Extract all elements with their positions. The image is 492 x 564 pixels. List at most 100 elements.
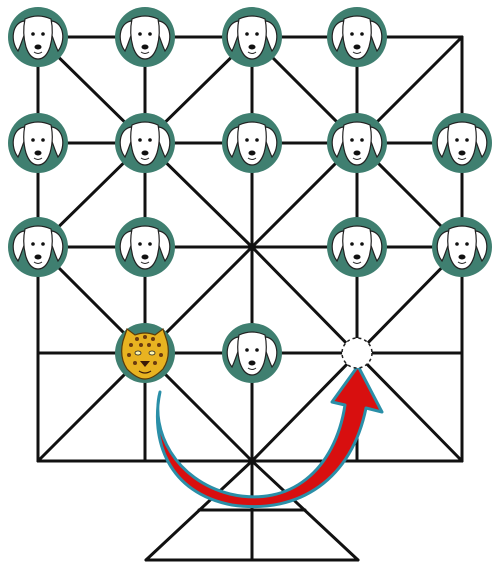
jaguar-spot — [127, 353, 131, 357]
dog-nose — [141, 44, 149, 50]
dog-eye-right — [360, 242, 364, 246]
dog-eye-right — [41, 32, 45, 36]
dog-head — [237, 121, 267, 166]
jaguar-mouth — [138, 370, 152, 374]
dog-piece[interactable] — [8, 113, 68, 173]
dog-icon — [436, 225, 488, 270]
dog-head — [130, 121, 160, 166]
dog-icon — [226, 121, 278, 166]
dog-eye-right — [465, 242, 469, 246]
dog-piece[interactable] — [327, 217, 387, 277]
pieces-layer — [8, 7, 492, 383]
dog-mouth — [140, 51, 150, 54]
dog-piece[interactable] — [327, 113, 387, 173]
dog-icon — [331, 121, 383, 166]
dog-piece[interactable] — [115, 7, 175, 67]
dog-mouth — [247, 51, 257, 54]
dog-piece[interactable] — [327, 7, 387, 67]
jaguar-spot — [143, 335, 147, 339]
target-empty-circle[interactable] — [341, 337, 373, 369]
dog-eye-left — [455, 242, 459, 246]
dog-mouth — [140, 157, 150, 160]
dog-piece[interactable] — [222, 113, 282, 173]
dog-eye-right — [255, 348, 259, 352]
move-arrow — [155, 364, 384, 509]
dog-nose — [353, 44, 361, 50]
dog-nose — [34, 254, 42, 260]
dog-head — [447, 121, 477, 166]
dog-head — [23, 225, 53, 270]
dog-piece[interactable] — [222, 323, 282, 383]
dog-mouth — [352, 157, 362, 160]
dog-nose — [458, 254, 466, 260]
dog-mouth — [352, 261, 362, 264]
dog-mouth — [457, 157, 467, 160]
dog-icon — [436, 121, 488, 166]
dog-eye-left — [31, 32, 35, 36]
dog-nose — [458, 150, 466, 156]
jaguar-head — [121, 328, 169, 380]
dog-eye-left — [245, 138, 249, 142]
dog-piece[interactable] — [115, 113, 175, 173]
dog-nose — [248, 360, 256, 366]
dog-piece[interactable] — [432, 217, 492, 277]
dog-mouth — [247, 367, 257, 370]
dog-eye-right — [360, 32, 364, 36]
dog-eye-right — [41, 138, 45, 142]
dog-piece[interactable] — [432, 113, 492, 173]
dog-piece[interactable] — [115, 217, 175, 277]
dog-head — [447, 225, 477, 270]
jaguar-spot — [153, 361, 157, 365]
dog-eye-right — [148, 242, 152, 246]
dog-eye-right — [148, 32, 152, 36]
dog-eye-left — [350, 32, 354, 36]
jaguar-eye-right — [148, 350, 156, 356]
dog-head — [342, 121, 372, 166]
dog-eye-left — [31, 138, 35, 142]
jaguar-nose — [140, 361, 150, 367]
dog-head — [237, 331, 267, 376]
dog-eye-right — [465, 138, 469, 142]
dog-icon — [12, 225, 64, 270]
dog-icon — [331, 225, 383, 270]
dog-piece[interactable] — [8, 217, 68, 277]
dog-head — [342, 225, 372, 270]
jaguar-spot — [139, 343, 143, 347]
dog-nose — [34, 150, 42, 156]
dog-eye-left — [245, 348, 249, 352]
dog-piece[interactable] — [8, 7, 68, 67]
dog-eye-left — [350, 138, 354, 142]
dog-icon — [226, 331, 278, 376]
jaguar-piece[interactable] — [115, 323, 175, 383]
dog-piece[interactable] — [222, 7, 282, 67]
dog-eye-right — [255, 32, 259, 36]
jaguar-spot — [147, 343, 151, 347]
dog-eye-right — [255, 138, 259, 142]
dog-head — [130, 225, 160, 270]
dog-nose — [34, 44, 42, 50]
dog-eye-right — [41, 242, 45, 246]
jaguar-icon — [121, 328, 169, 380]
dog-eye-left — [455, 138, 459, 142]
dog-head — [23, 15, 53, 60]
dog-nose — [141, 254, 149, 260]
dog-head — [342, 15, 372, 60]
curved-arrow — [155, 364, 384, 509]
dog-eye-left — [138, 138, 142, 142]
dog-eye-left — [138, 32, 142, 36]
dog-icon — [331, 15, 383, 60]
dog-mouth — [33, 51, 43, 54]
dog-eye-left — [350, 242, 354, 246]
dog-nose — [141, 150, 149, 156]
dog-eye-left — [138, 242, 142, 246]
dog-mouth — [352, 51, 362, 54]
dog-icon — [12, 121, 64, 166]
dog-mouth — [33, 157, 43, 160]
dog-icon — [119, 225, 171, 270]
dog-mouth — [457, 261, 467, 264]
dog-nose — [248, 44, 256, 50]
dog-mouth — [140, 261, 150, 264]
dog-nose — [248, 150, 256, 156]
dog-icon — [119, 15, 171, 60]
